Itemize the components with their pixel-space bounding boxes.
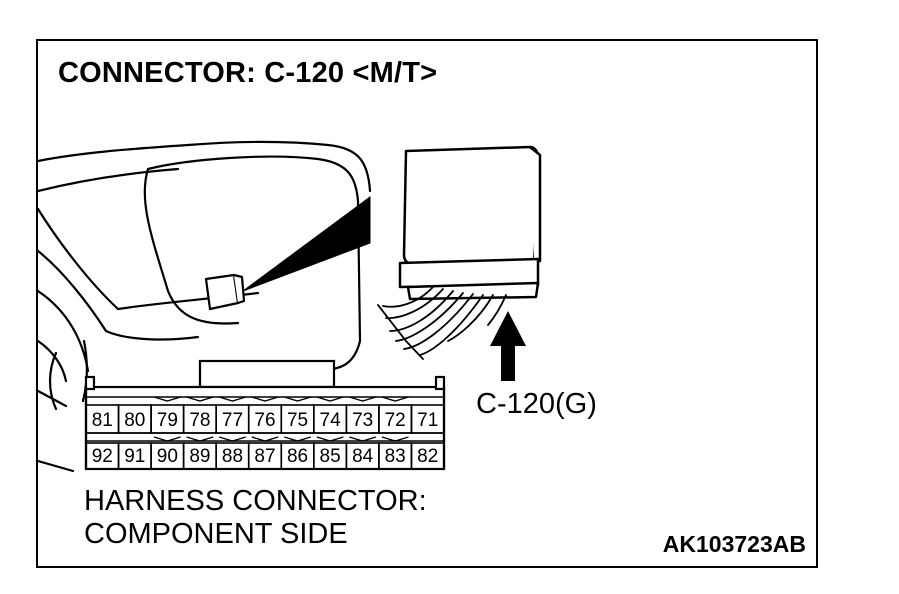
- bottom-pin-label: 82: [417, 446, 438, 467]
- bottom-pin-label: 91: [124, 446, 145, 467]
- bottom-pin-82: 82: [410, 442, 445, 470]
- figure-code: AK103723AB: [662, 531, 806, 557]
- bottom-pin-label: 87: [254, 446, 275, 467]
- ecu-module: [398, 145, 542, 301]
- top-pin-label: 75: [287, 410, 308, 431]
- pins-bottom-row: 92 91 90 89 88 87 86 85 84 83 82: [85, 436, 445, 470]
- dash-connector-icon: [204, 273, 246, 311]
- top-pin-76: 76: [247, 396, 283, 434]
- top-pin-label: 73: [352, 410, 373, 431]
- top-pin-label: 80: [124, 410, 145, 431]
- diagram-title: CONNECTOR: C-120 <M/T>: [58, 57, 438, 89]
- bottom-pin-label: 85: [320, 446, 341, 467]
- connector-callout-label: C-120(G): [476, 388, 597, 420]
- diagram-frame: CONNECTOR: C-120 <M/T>: [36, 39, 818, 568]
- pins-top-row: 81 80 79 78 77 76 75 74 73 72 71: [85, 396, 445, 434]
- dashboard-outline: [38, 140, 372, 473]
- bottom-pin-label: 89: [189, 446, 210, 467]
- bottom-pin-label: 86: [287, 446, 308, 467]
- bottom-pin-90: 90: [150, 436, 185, 470]
- top-pin-label: 74: [320, 410, 342, 431]
- top-pin-label: 77: [222, 410, 243, 431]
- top-pin-label: 79: [157, 410, 178, 431]
- top-pin-label: 81: [92, 410, 113, 431]
- bottom-pin-83: 83: [378, 436, 413, 470]
- bottom-pin-label: 92: [92, 446, 113, 467]
- diagram-artwork: 81 80 79 78 77 76 75 74 73 72 71 92 91 90 89 88 87 86 85 8…: [38, 140, 542, 473]
- pointer-wedge: [242, 196, 371, 292]
- bottom-pin-label: 88: [222, 446, 243, 467]
- bottom-pin-89: 89: [182, 436, 217, 470]
- bottom-pin-84: 84: [345, 436, 380, 470]
- harness-connector-label: HARNESS CONNECTOR: COMPONENT SIDE: [84, 485, 427, 551]
- ecu-wiring-harness: [377, 286, 507, 360]
- top-pin-label: 78: [189, 410, 210, 431]
- bottom-pin-label: 84: [352, 446, 374, 467]
- top-pin-label: 72: [385, 410, 406, 431]
- top-pin-79: 79: [150, 396, 185, 434]
- bottom-pin-label: 83: [385, 446, 406, 467]
- top-pin-label: 76: [254, 410, 275, 431]
- top-pin-label: 71: [417, 410, 438, 431]
- bottom-pin-label: 90: [157, 446, 178, 467]
- connector-arrow: [490, 311, 526, 381]
- top-pin-71: 71: [410, 404, 445, 434]
- harness-label-line2: COMPONENT SIDE: [84, 518, 348, 550]
- harness-label-line1: HARNESS CONNECTOR:: [84, 485, 427, 517]
